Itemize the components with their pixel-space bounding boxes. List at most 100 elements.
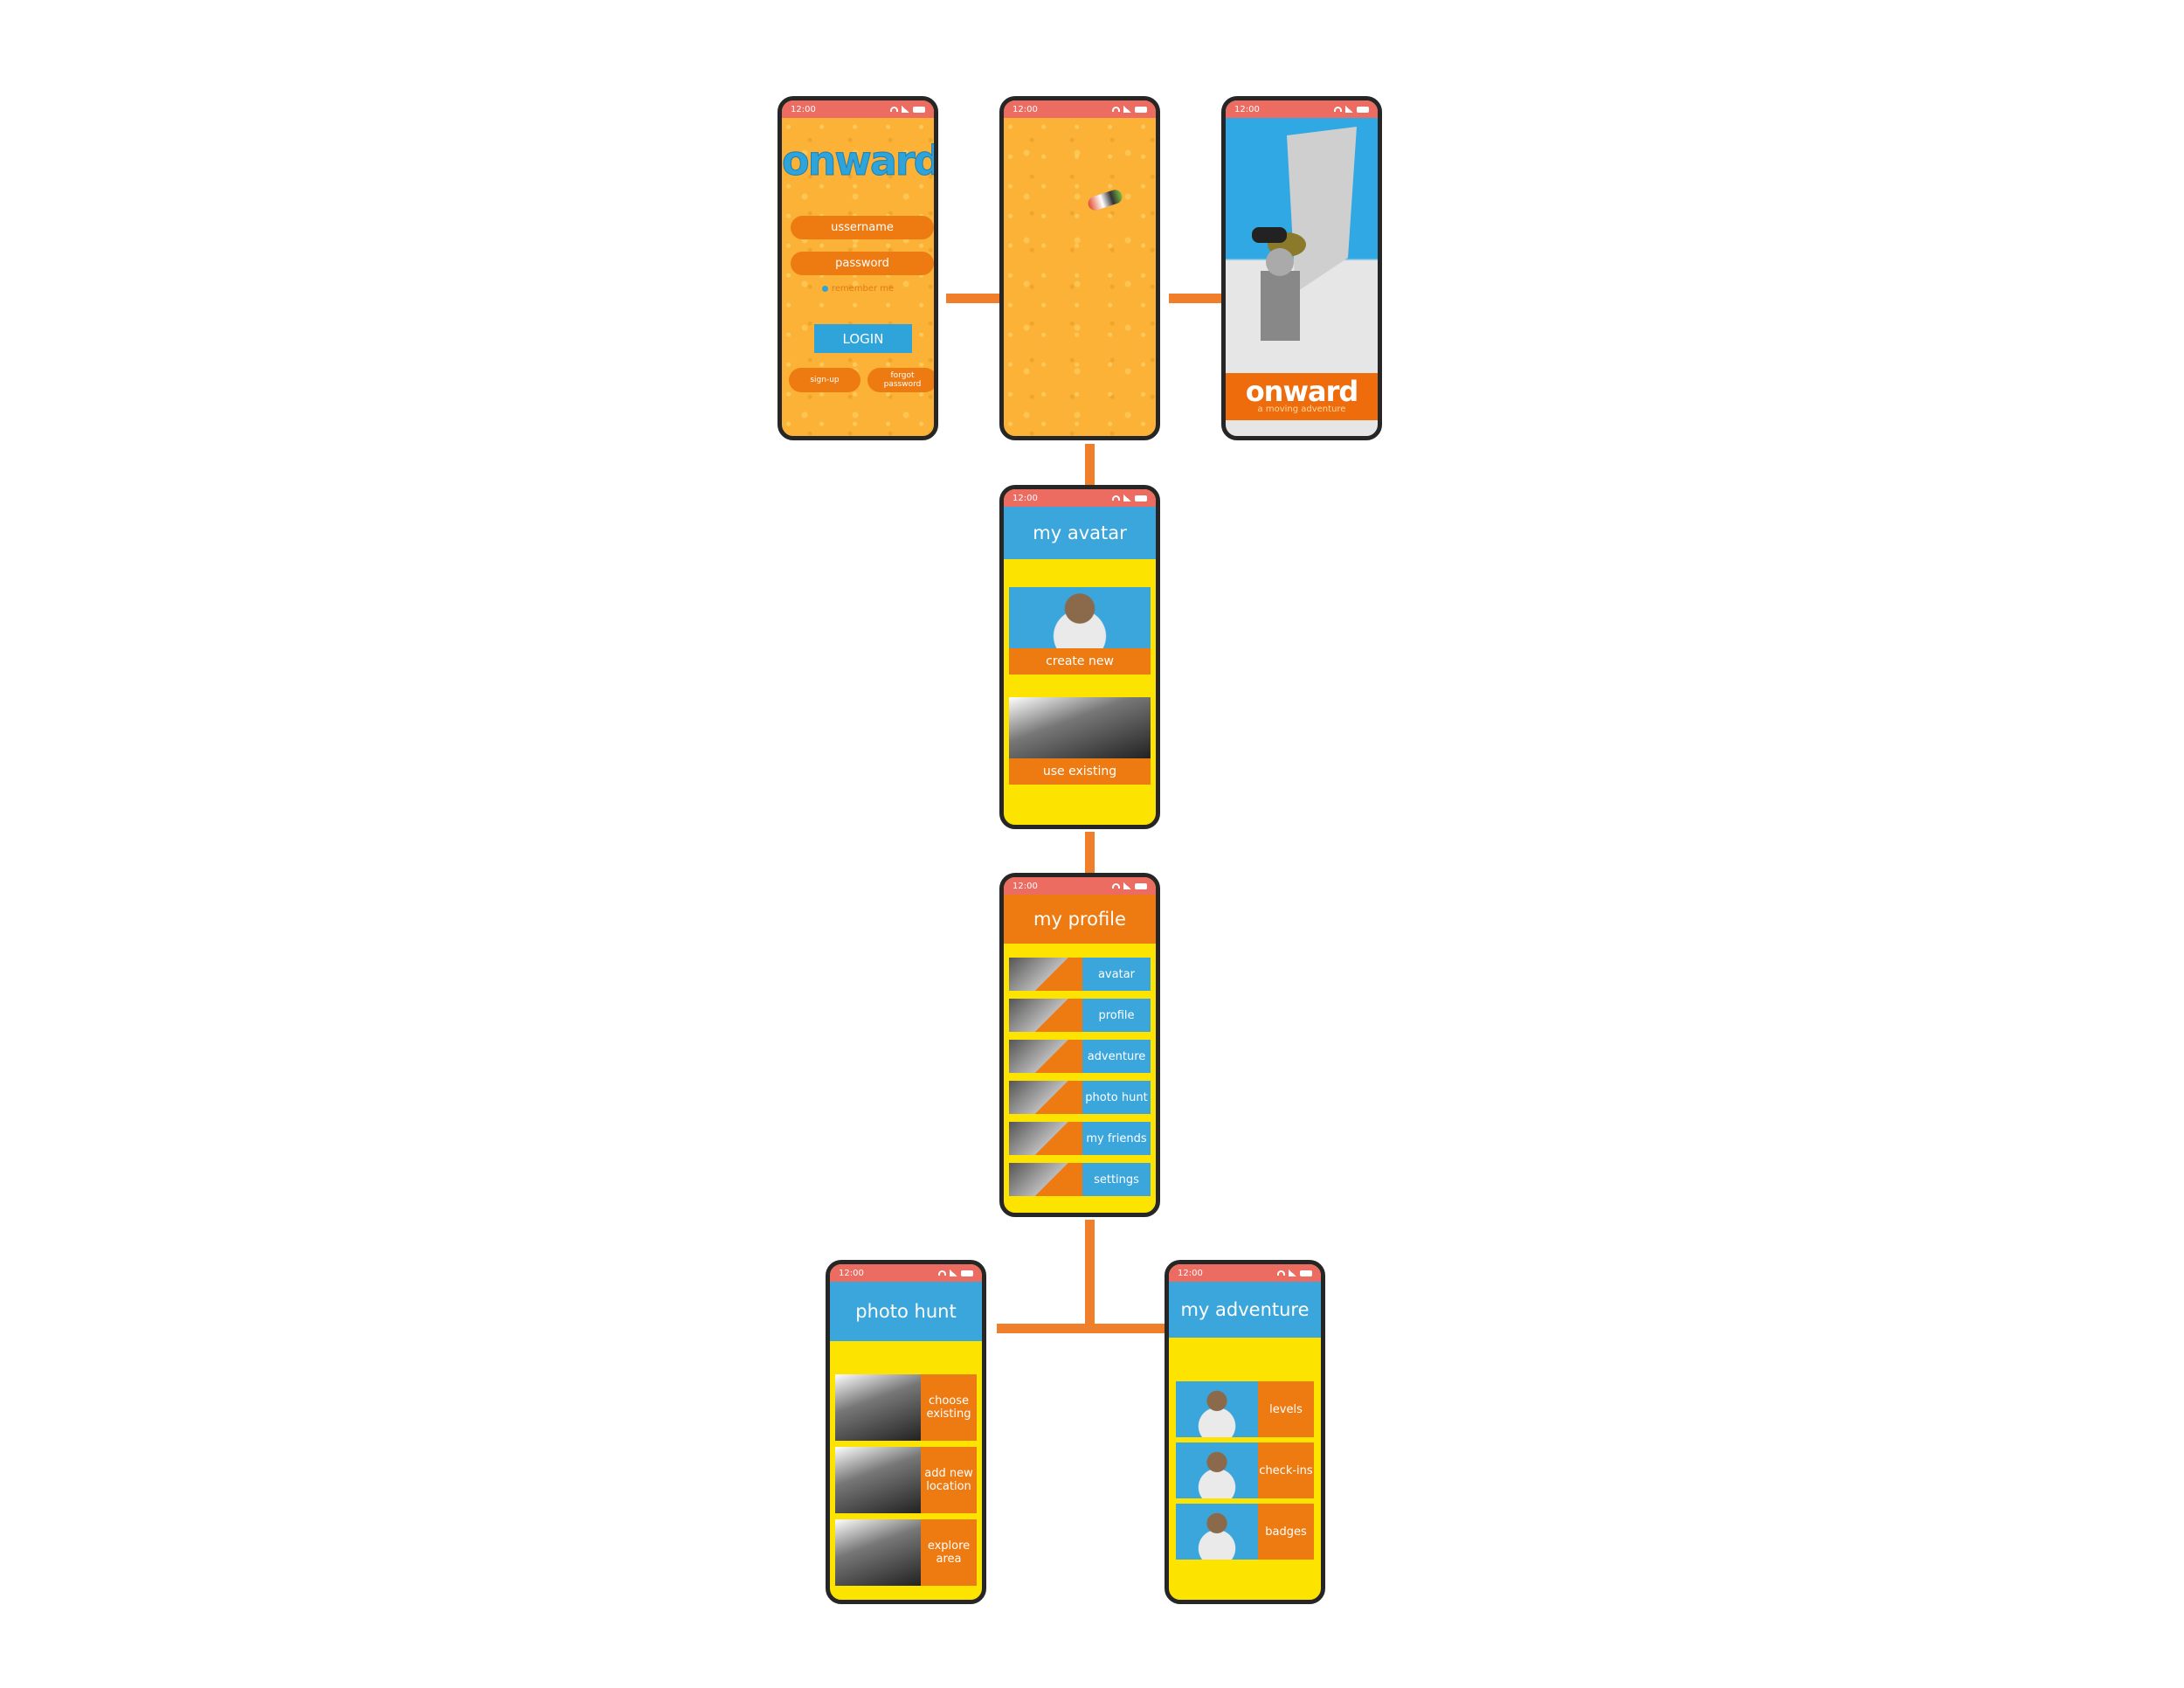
menu-item-photo-hunt[interactable]: photo hunt — [1009, 1081, 1151, 1114]
screen-title: my adventure — [1169, 1282, 1321, 1338]
use-existing-card[interactable]: use existing — [1009, 697, 1151, 785]
signal-icon — [902, 106, 909, 113]
remember-me-checkbox[interactable]: remember me — [782, 284, 934, 294]
splash-logo: onward — [1245, 375, 1359, 408]
splash-screen: 12:00 onward a moving adventure — [1221, 96, 1382, 440]
wifi-icon — [1112, 495, 1120, 501]
status-bar: 12:00 — [830, 1264, 982, 1282]
menu-item-adventure[interactable]: adventure — [1009, 1040, 1151, 1073]
group-kids-photo — [1009, 697, 1151, 758]
status-time: 12:00 — [1178, 1268, 1203, 1278]
menu-label: my friends — [1082, 1122, 1151, 1155]
sign-up-button[interactable]: sign-up — [789, 368, 860, 392]
create-new-label: create new — [1009, 648, 1151, 675]
menu-thumb — [1009, 958, 1082, 991]
status-time: 12:00 — [1234, 104, 1260, 114]
menu-label: settings — [1082, 1163, 1151, 1196]
wifi-icon — [890, 107, 898, 112]
my-avatar-screen: 12:00 my avatar create new use existing — [999, 485, 1160, 829]
menu-label: photo hunt — [1082, 1081, 1151, 1114]
battery-icon — [1135, 106, 1147, 113]
screen-title: my avatar — [1004, 507, 1156, 559]
status-bar: 12:00 — [1004, 877, 1156, 895]
my-profile-screen: 12:00 my profile avatar profile adventur… — [999, 873, 1160, 1217]
password-input[interactable]: password — [791, 252, 934, 275]
wifi-icon — [1112, 107, 1120, 112]
battery-icon — [961, 1269, 973, 1276]
wifi-icon — [1112, 883, 1120, 889]
signal-icon — [1345, 106, 1353, 113]
photo-hunt-choose-existing[interactable]: choose existing — [835, 1374, 977, 1441]
menu-thumb — [1009, 1040, 1082, 1073]
battery-icon — [1357, 106, 1369, 113]
status-bar: 12:00 — [1226, 100, 1378, 118]
status-time: 12:00 — [791, 104, 816, 114]
status-bar: 12:00 — [1004, 100, 1156, 118]
connector-loading-avatar — [1085, 444, 1095, 488]
menu-label: avatar — [1082, 958, 1151, 991]
menu-item-my-friends[interactable]: my friends — [1009, 1122, 1151, 1155]
photo-hunt-explore-area[interactable]: explore area — [835, 1519, 977, 1586]
remember-me-label: remember me — [831, 284, 895, 294]
splash-photo — [1226, 118, 1378, 373]
menu-label: profile — [1082, 999, 1151, 1032]
signal-icon — [1123, 495, 1131, 502]
username-input[interactable]: ussername — [791, 216, 934, 239]
screen-title: my profile — [1004, 895, 1156, 944]
splash-banner: onward a moving adventure — [1226, 373, 1378, 420]
photo-hunt-screen: 12:00 photo hunt choose existing add new… — [826, 1260, 986, 1604]
connector-branch-horizontal — [997, 1324, 1170, 1333]
menu-item-settings[interactable]: settings — [1009, 1163, 1151, 1196]
adventure-levels[interactable]: levels — [1176, 1381, 1314, 1437]
tile-photo — [1176, 1381, 1258, 1437]
tile-photo — [1176, 1442, 1258, 1498]
menu-item-avatar[interactable]: avatar — [1009, 958, 1151, 991]
loading-screen: 12:00 — [999, 96, 1160, 440]
status-bar: 12:00 — [1004, 489, 1156, 507]
screen-title: photo hunt — [830, 1282, 982, 1341]
status-bar: 12:00 — [782, 100, 934, 118]
tile-photo — [835, 1374, 921, 1441]
battery-icon — [1135, 495, 1147, 502]
connector-avatar-profile — [1085, 832, 1095, 875]
login-screen: 12:00 onward ussername password remember… — [778, 96, 938, 440]
battery-icon — [1300, 1269, 1312, 1276]
avatar-kid-photo — [1009, 587, 1151, 648]
tile-label: choose existing — [921, 1374, 977, 1441]
tile-photo — [835, 1519, 921, 1586]
login-button[interactable]: LOGIN — [814, 324, 912, 353]
connector-profile-branch — [1085, 1220, 1095, 1328]
create-new-card[interactable]: create new — [1009, 587, 1151, 675]
wifi-icon — [1277, 1270, 1285, 1276]
photo-hunt-add-new-location[interactable]: add new location — [835, 1447, 977, 1513]
use-existing-label: use existing — [1009, 758, 1151, 785]
menu-item-profile[interactable]: profile — [1009, 999, 1151, 1032]
signal-icon — [950, 1269, 957, 1276]
wifi-icon — [938, 1270, 946, 1276]
forgot-password-button[interactable]: forgot password — [867, 368, 934, 392]
status-time: 12:00 — [1013, 493, 1038, 503]
status-bar: 12:00 — [1169, 1264, 1321, 1282]
menu-label: adventure — [1082, 1040, 1151, 1073]
kid-with-binoculars-icon — [1226, 127, 1378, 373]
splash-tagline: a moving adventure — [1257, 405, 1346, 414]
app-logo: onward — [782, 137, 938, 185]
menu-thumb — [1009, 1122, 1082, 1155]
tile-label: check-ins — [1258, 1442, 1314, 1498]
status-time: 12:00 — [1013, 104, 1038, 114]
signal-icon — [1123, 106, 1131, 113]
radio-dot-icon — [821, 286, 828, 292]
menu-thumb — [1009, 1081, 1082, 1114]
tile-label: levels — [1258, 1381, 1314, 1437]
battery-icon — [1135, 882, 1147, 889]
status-time: 12:00 — [1013, 881, 1038, 891]
signal-icon — [1289, 1269, 1296, 1276]
my-adventure-screen: 12:00 my adventure levels check-ins badg… — [1165, 1260, 1325, 1604]
tile-photo — [1176, 1504, 1258, 1560]
adventure-badges[interactable]: badges — [1176, 1504, 1314, 1560]
status-time: 12:00 — [839, 1268, 864, 1278]
tile-photo — [835, 1447, 921, 1513]
adventure-check-ins[interactable]: check-ins — [1176, 1442, 1314, 1498]
menu-thumb — [1009, 999, 1082, 1032]
menu-thumb — [1009, 1163, 1082, 1196]
